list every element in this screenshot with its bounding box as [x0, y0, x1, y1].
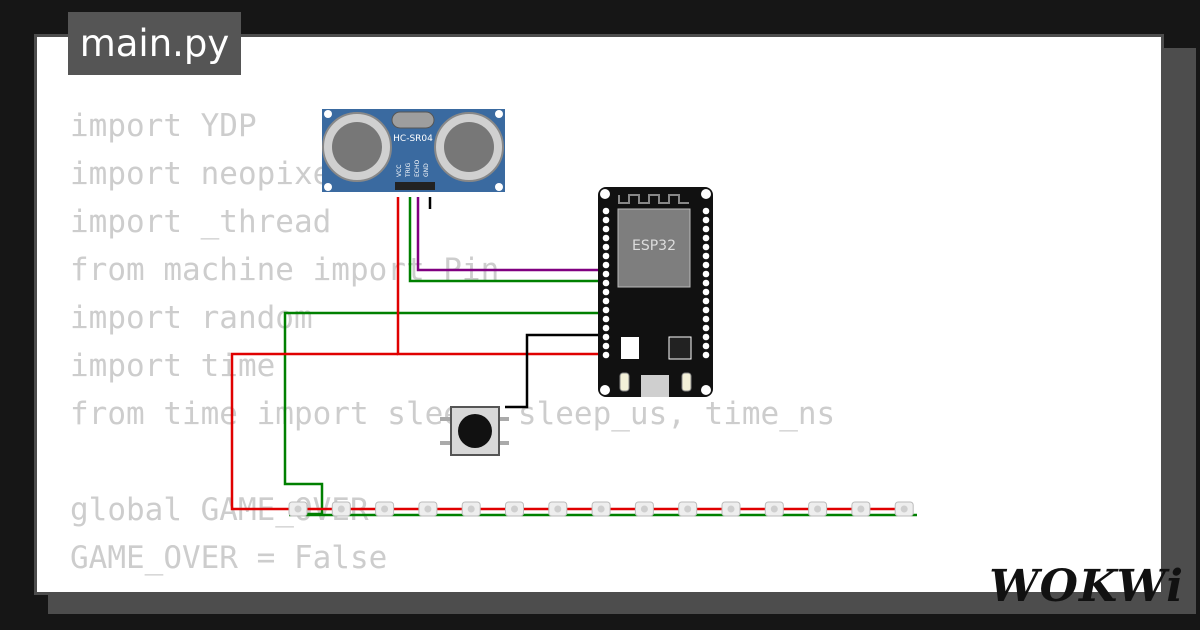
crystal	[391, 111, 435, 129]
led-pixel	[721, 501, 741, 517]
led-pixel	[851, 501, 871, 517]
pin-label: TRIG	[405, 162, 412, 178]
code-line: from time import sleep, sleep_us, time_n…	[70, 396, 836, 432]
led-power-wire	[230, 352, 899, 511]
led-pixel	[894, 501, 914, 517]
receiver-mesh	[444, 122, 494, 172]
wifi-module-shield	[617, 208, 691, 288]
led-data-wire	[283, 311, 610, 516]
mount-hole	[324, 183, 332, 191]
button-leg	[499, 417, 509, 421]
transmitter-mesh	[332, 122, 382, 172]
ultrasonic-sensor[interactable]: HC-SR04 VCC TRIG ECHO GND	[322, 109, 505, 192]
boot-button	[619, 372, 630, 392]
mount-hole	[701, 385, 711, 395]
code-line: import _thread	[70, 204, 332, 240]
circuit-diagram: HC-SR04 VCC TRIG ECHO GND ESP32	[230, 109, 917, 517]
button-leg	[440, 441, 450, 445]
code-line: global GAME_OVER	[70, 492, 369, 528]
led-pixel	[288, 501, 308, 517]
led-pixel	[375, 501, 395, 517]
mount-hole	[600, 385, 610, 395]
reset-button	[681, 372, 692, 392]
wires	[230, 197, 917, 517]
button-wire	[505, 333, 610, 409]
usb-uart-chip	[668, 336, 692, 360]
project-preview-card: import YDP import neopixel import _threa…	[34, 34, 1164, 595]
pin-label: VCC	[396, 165, 403, 177]
antenna-trace	[618, 194, 689, 204]
code-line: import YDP	[70, 108, 257, 144]
code-line: GAME_OVER = False	[70, 540, 388, 576]
button-leg	[499, 441, 509, 445]
right-pin-header	[702, 207, 710, 359]
led-pixel	[678, 501, 698, 517]
vcc-wire	[396, 197, 609, 356]
wokwi-logo: WOKWi	[989, 561, 1184, 612]
mount-hole	[701, 189, 711, 199]
regulator-chip	[621, 337, 639, 359]
led-pixel	[505, 501, 524, 517]
file-name-tab: main.py	[68, 12, 241, 75]
mount-hole	[600, 189, 610, 199]
led-pixel	[808, 501, 828, 517]
code-line: import random	[70, 300, 313, 336]
led-strip	[288, 501, 914, 517]
button-leg	[440, 417, 450, 421]
led-pixel	[591, 501, 611, 517]
led-pixel	[548, 501, 568, 517]
code-line: import time	[70, 348, 276, 384]
button-cap	[458, 414, 492, 448]
sensor-pin-labels: VCC TRIG ECHO GND	[396, 160, 430, 178]
push-button[interactable]	[440, 406, 509, 456]
mount-hole	[324, 110, 332, 118]
pin-label: GND	[423, 163, 430, 177]
mount-hole	[495, 183, 503, 191]
sensor-label: HC-SR04	[393, 134, 433, 144]
led-pixel	[461, 501, 481, 517]
led-pixel	[764, 501, 784, 517]
led-pixel	[418, 501, 438, 517]
mount-hole	[495, 110, 503, 118]
pin-label: ECHO	[414, 160, 421, 177]
left-pin-header	[602, 207, 610, 359]
led-pixel	[331, 501, 351, 517]
pin-header	[395, 182, 435, 190]
led-pixel	[634, 501, 654, 517]
esp32-board[interactable]: ESP32	[598, 187, 713, 397]
board-label: ESP32	[632, 238, 676, 254]
usb-port	[641, 375, 669, 397]
